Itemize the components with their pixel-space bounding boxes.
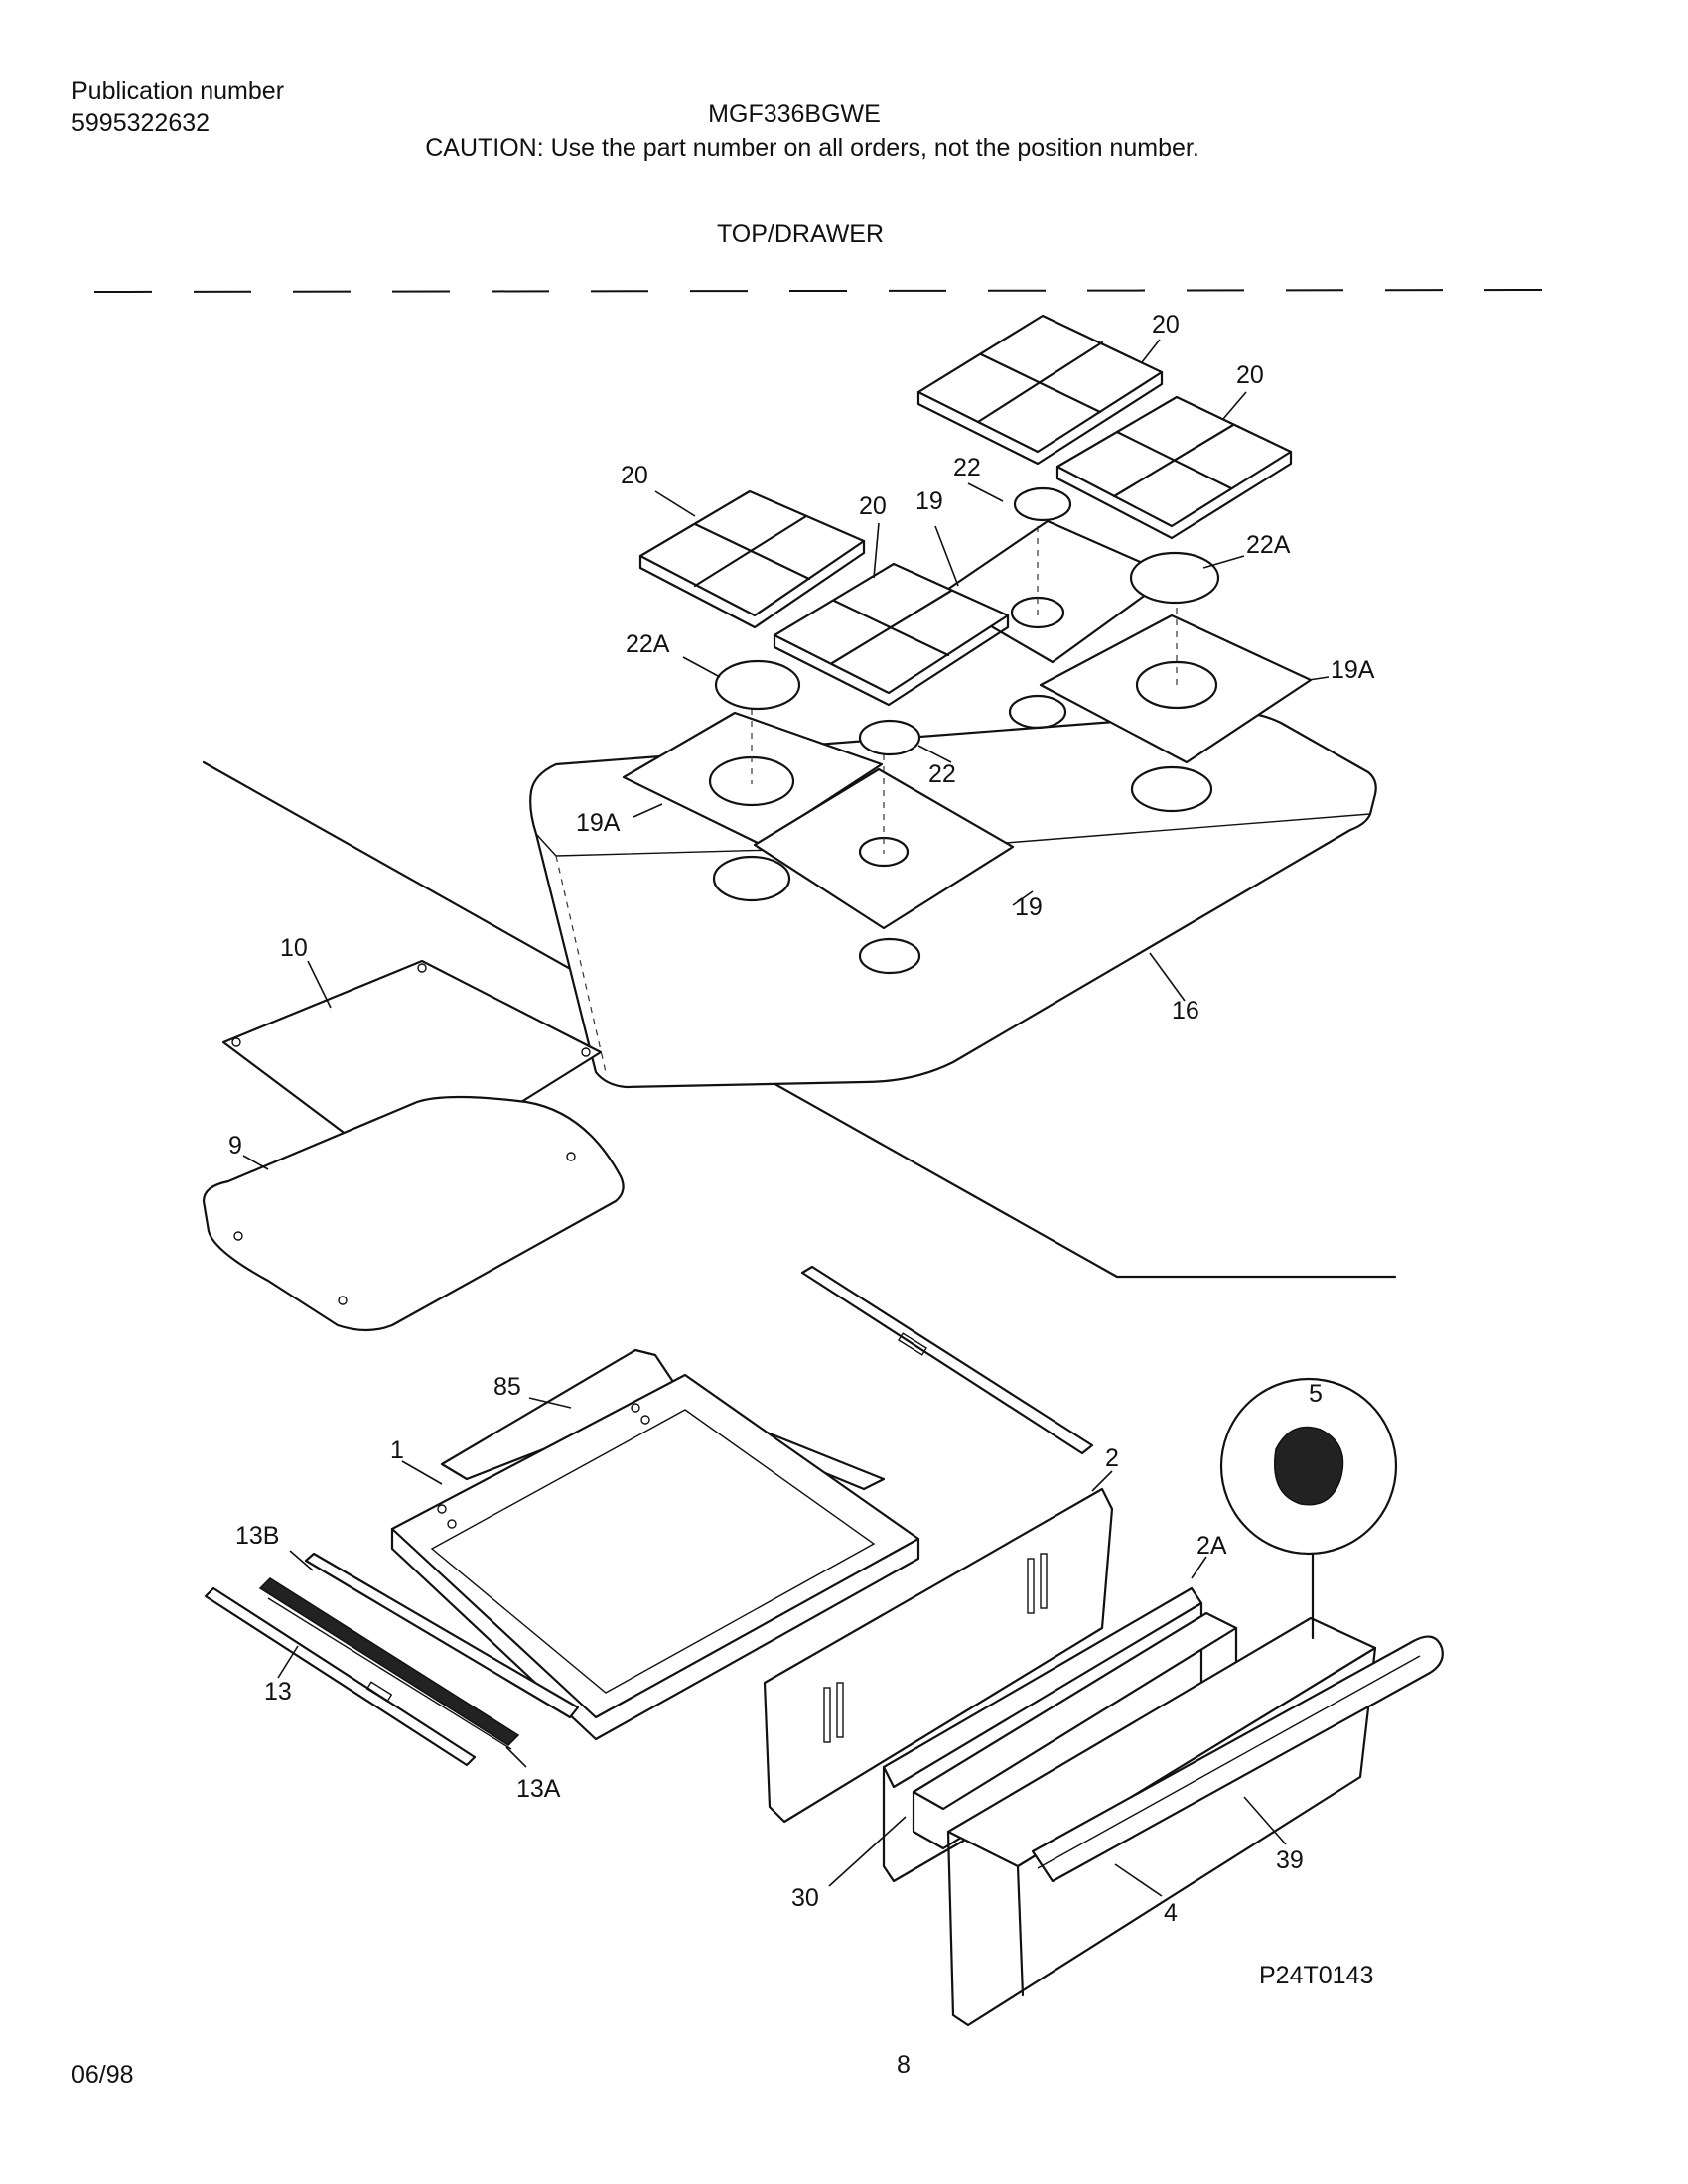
grate-20-left <box>638 489 866 629</box>
callout-1: 1 <box>390 1436 404 1464</box>
drawer-liner-85 <box>440 1348 886 1491</box>
callout-30: 30 <box>791 1884 819 1912</box>
callout-19A: 19A <box>1331 656 1375 684</box>
callout-19A: 19A <box>576 809 621 837</box>
burner-cap-22-front <box>858 719 921 756</box>
callout-22A: 22A <box>626 630 670 658</box>
burner-cap-22A-left <box>714 659 801 711</box>
callout-20: 20 <box>621 462 648 489</box>
publication-number: 5995322632 <box>71 109 211 137</box>
callout-19: 19 <box>915 487 943 515</box>
callout-20: 20 <box>1152 311 1180 339</box>
publication-label: Publication number <box>71 77 285 105</box>
callout-20: 20 <box>859 492 887 520</box>
drawer-front-4 <box>946 1616 1377 2027</box>
handle-39 <box>1031 1635 1444 1883</box>
callout-4: 4 <box>1164 1899 1178 1927</box>
knob-5-inset <box>1219 1377 1398 1640</box>
cooktop-16 <box>529 694 1377 1089</box>
callout-2A: 2A <box>1196 1532 1227 1560</box>
callout-10: 10 <box>280 934 308 962</box>
model-number: MGF336BGWE <box>708 100 881 128</box>
grate-20-front <box>773 562 1010 707</box>
callout-22: 22 <box>953 454 981 481</box>
grate-20-right <box>1055 395 1293 540</box>
callout-13A: 13A <box>516 1775 561 1803</box>
callout-leaders <box>242 339 1330 1897</box>
callout-20: 20 <box>1236 361 1264 389</box>
callout-22: 22 <box>928 760 956 788</box>
callout-13: 13 <box>264 1678 292 1706</box>
drawer-body-1 <box>390 1373 920 1741</box>
section-separator-line <box>93 289 1555 293</box>
drawer-back-2 <box>763 1487 1114 1824</box>
caution-note: CAUTION: Use the part number on all orde… <box>425 134 1199 162</box>
figure-id: P24T0143 <box>1259 1962 1373 1989</box>
page-number: 8 <box>897 2051 911 2079</box>
slide-rail-13B <box>304 1552 580 1719</box>
revision-date: 06/98 <box>71 2061 134 2089</box>
slide-rail-13A <box>258 1577 520 1750</box>
spacer-30 <box>912 1611 1238 1850</box>
drawer-slide-top <box>800 1265 1094 1455</box>
callout-85: 85 <box>493 1373 521 1401</box>
burner-cap-22-rear <box>1013 486 1072 522</box>
grate-20-rear <box>916 314 1164 466</box>
callout-13B: 13B <box>235 1522 279 1550</box>
callout-39: 39 <box>1276 1846 1304 1874</box>
burner-plate-19-front <box>753 754 1015 930</box>
callout-2: 2 <box>1105 1444 1119 1472</box>
callout-22A: 22A <box>1246 531 1291 559</box>
drawer-panel-2A <box>882 1586 1203 1883</box>
callout-19: 19 <box>1015 893 1043 921</box>
callout-9: 9 <box>228 1132 242 1160</box>
burner-cap-22A-right <box>1129 551 1220 605</box>
callout-16: 16 <box>1172 997 1199 1024</box>
divider-line <box>202 760 1397 1279</box>
callout-5: 5 <box>1309 1380 1323 1408</box>
slide-rail-13 <box>204 1586 477 1767</box>
section-title: TOP/DRAWER <box>716 220 885 248</box>
insulation-9 <box>202 1095 625 1332</box>
